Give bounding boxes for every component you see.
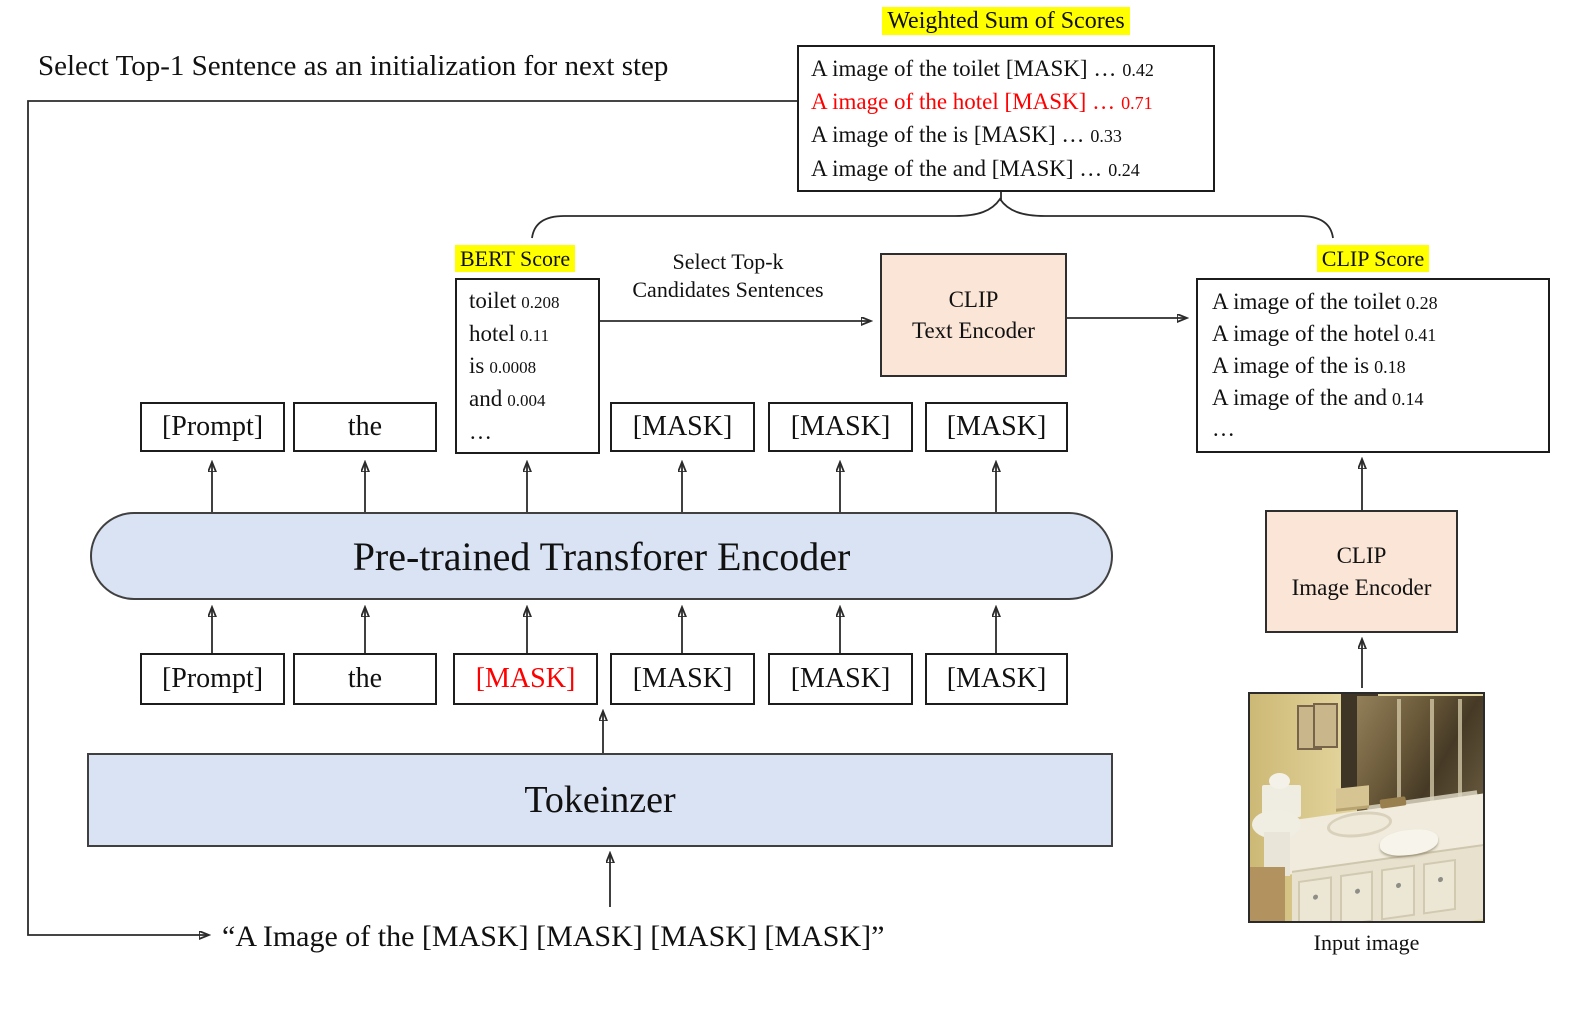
clip-text-encoder-box: CLIP Text Encoder [880,253,1067,377]
input-image [1248,692,1485,923]
bert-score-label-wrap: BERT Score [455,245,576,272]
weighted-sum-row: A image of the toilet [MASK] …0.42 [811,55,1154,81]
clip-image-encoder-box: CLIP Image Encoder [1265,510,1458,633]
weighted-sum-label-wrap: Weighted Sum of Scores [797,7,1215,35]
weighted-sum-box: A image of the toilet [MASK] …0.42 A ima… [797,45,1215,192]
top-note: Select Top-1 Sentence as an initializati… [38,50,669,82]
token-top-the: the [293,402,437,452]
photo-wall-frame-icon [1312,703,1338,748]
transformer-encoder-box: Pre-trained Transforer Encoder [90,512,1113,600]
weighted-sum-row-top1: A image of the hotel [MASK] …0.71 [811,89,1153,115]
token-bottom-prompt: [Prompt] [140,653,285,705]
clip-score-label: CLIP Score [1316,245,1430,272]
token-top-mask3: [MASK] [925,402,1068,452]
photo-toilet-paper [1268,773,1290,790]
token-bottom-mask1: [MASK] [610,653,755,705]
feedback-loop-arrow [27,100,797,935]
input-sentence: “A Image of the [MASK] [MASK] [MASK] [MA… [222,920,885,953]
bert-score-label: BERT Score [455,245,576,272]
token-bottom-the: the [293,653,437,705]
photo-floor [1250,866,1285,921]
curly-brace [531,197,1334,239]
tokenizer-box: Tokeinzer [87,753,1113,847]
token-top-prompt: [Prompt] [140,402,285,452]
token-top-mask1: [MASK] [610,402,755,452]
token-bottom-mask-red: [MASK] [453,653,598,705]
input-image-caption: Input image [1313,930,1420,955]
clip-score-ellipsis: … [1212,416,1235,442]
weighted-sum-row: A image of the and [MASK] …0.24 [811,155,1140,181]
weighted-sum-label: Weighted Sum of Scores [882,7,1130,35]
token-bottom-mask3: [MASK] [925,653,1068,705]
bert-ellipsis: … [469,418,492,444]
clip-score-label-wrap: CLIP Score [1196,245,1550,272]
token-top-mask2: [MASK] [768,402,913,452]
token-bottom-mask2: [MASK] [768,653,913,705]
weighted-sum-row: A image of the is [MASK] …0.33 [811,122,1122,148]
topk-note: Select Top-k Candidates Sentences [632,249,824,302]
photo-tissue-box [1336,785,1369,813]
